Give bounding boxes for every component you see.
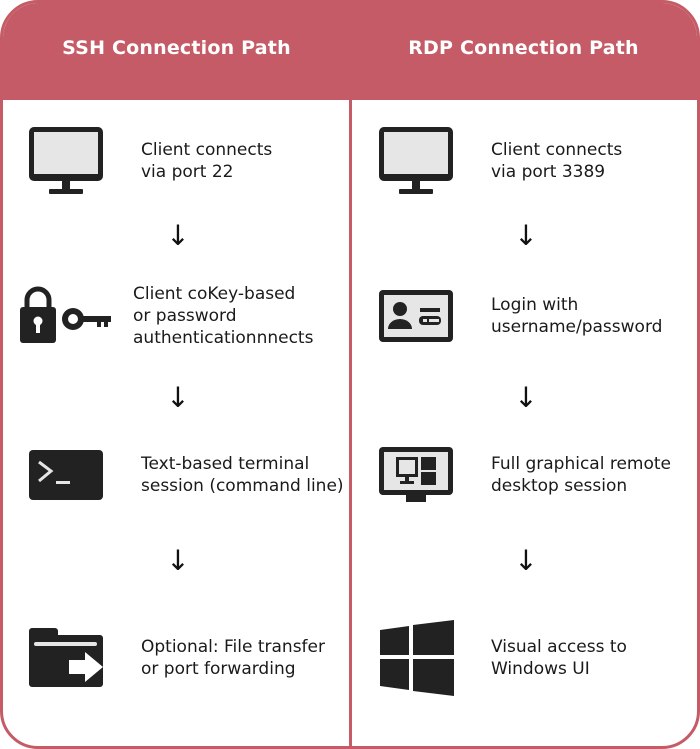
step-label: Text-based terminal session (command lin…	[141, 454, 344, 496]
flow-arrow: ↓	[166, 219, 190, 252]
ssh-step-4: Optional: File transfer or port forwardi…	[21, 618, 351, 698]
flow-arrow: ↓	[166, 381, 190, 414]
step-label: Visual access to Windows UI	[491, 637, 627, 679]
flow-arrow: ↓	[514, 381, 538, 414]
step-label: Optional: File transfer or port forwardi…	[141, 637, 325, 679]
step-label: Client connects via port 22	[141, 140, 273, 182]
id-card-icon	[371, 276, 461, 356]
ssh-step-2: Client coKey-based or password authentic…	[13, 276, 343, 356]
ssh-step-3: Text-based terminal session (command lin…	[21, 435, 351, 515]
rdp-step-1: Client connects via port 3389	[371, 121, 697, 201]
monitor-icon	[371, 121, 461, 201]
flow-arrow: ↓	[166, 544, 190, 577]
terminal-icon	[21, 435, 111, 515]
rdp-step-2: Login with username/password	[371, 276, 697, 356]
flow-arrow: ↓	[514, 219, 538, 252]
step-label: Client coKey-based or password authentic…	[133, 284, 314, 348]
monitor-icon	[21, 121, 111, 201]
remote-desktop-icon	[371, 435, 461, 515]
rdp-step-4: Visual access to Windows UI	[371, 618, 697, 698]
header-bar: SSH Connection Path RDP Connection Path	[3, 3, 697, 100]
step-label: Full graphical remote desktop session	[491, 454, 672, 496]
flow-arrow: ↓	[514, 544, 538, 577]
step-label: Client connects via port 3389	[491, 140, 623, 182]
ssh-step-1: Client connects via port 22	[21, 121, 351, 201]
rdp-step-3: Full graphical remote desktop session	[371, 435, 697, 515]
lock-key-icon	[15, 276, 115, 356]
windows-logo-icon	[371, 618, 461, 698]
rdp-column-title: RDP Connection Path	[408, 37, 639, 59]
ssh-column-title: SSH Connection Path	[62, 37, 291, 59]
column-divider	[349, 100, 352, 746]
folder-transfer-icon	[21, 618, 111, 698]
step-label: Login with username/password	[491, 295, 663, 337]
